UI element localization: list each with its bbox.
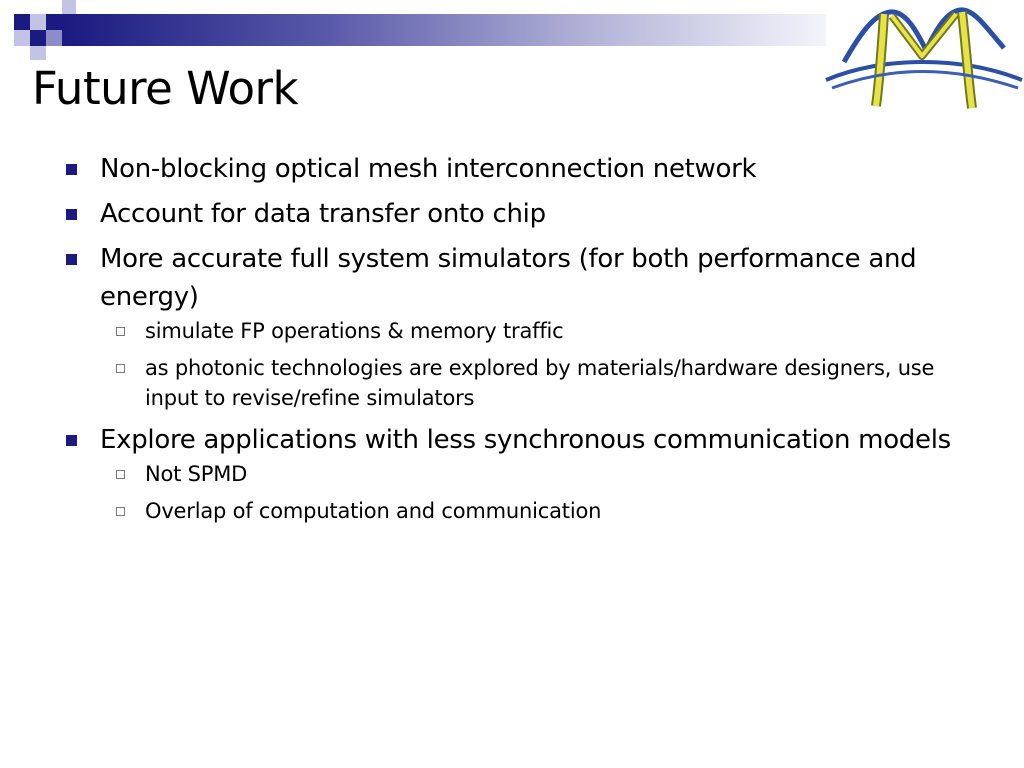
corner-square-lavender: [30, 14, 46, 30]
sub-bullet-item: Not SPMD: [66, 459, 986, 489]
bullet-text: More accurate full system simulators (fo…: [100, 244, 917, 312]
bridge-m-logo-icon: [822, 4, 1024, 114]
bullet-item: More accurate full system simulators (fo…: [66, 240, 986, 413]
corner-square-lavender: [62, 0, 76, 14]
corner-square-navy: [14, 14, 30, 30]
sub-bullet-text: simulate FP operations & memory traffic: [145, 319, 564, 343]
sub-bullet-text: Overlap of computation and communication: [145, 499, 602, 523]
sub-bullet-item: Overlap of computation and communication: [66, 496, 986, 526]
sub-bullet-item: simulate FP operations & memory traffic: [66, 316, 986, 346]
corner-square-lavender: [30, 46, 46, 60]
square-bullet-icon: [66, 209, 77, 220]
sub-bullet-list: simulate FP operations & memory traffic …: [100, 316, 986, 413]
sub-bullet-list: Not SPMD Overlap of computation and comm…: [100, 459, 986, 526]
square-bullet-icon: [66, 254, 77, 265]
sub-bullet-text: Not SPMD: [145, 462, 248, 486]
bullet-text: Non-blocking optical mesh interconnectio…: [100, 154, 757, 184]
corner-square-lavender: [14, 30, 30, 46]
sub-bullet-item: as photonic technologies are explored by…: [66, 353, 986, 413]
hollow-square-bullet-icon: [116, 507, 125, 516]
square-bullet-icon: [66, 435, 77, 446]
hollow-square-bullet-icon: [116, 470, 125, 479]
corner-square-mid: [46, 30, 62, 46]
sub-bullet-text: as photonic technologies are explored by…: [145, 356, 935, 410]
bullet-item: Non-blocking optical mesh interconnectio…: [66, 150, 986, 188]
corner-square-navy: [30, 30, 46, 46]
corner-square-navy: [46, 14, 62, 30]
bullet-list: Non-blocking optical mesh interconnectio…: [66, 150, 986, 534]
bullet-text: Account for data transfer onto chip: [100, 199, 546, 229]
bullet-text: Explore applications with less synchrono…: [100, 425, 951, 455]
bullet-item: Explore applications with less synchrono…: [66, 421, 986, 526]
title-gradient-band: [62, 14, 826, 46]
slide-title: Future Work: [32, 62, 299, 115]
hollow-square-bullet-icon: [116, 364, 125, 373]
bullet-item: Account for data transfer onto chip: [66, 195, 986, 233]
hollow-square-bullet-icon: [116, 327, 125, 336]
square-bullet-icon: [66, 164, 77, 175]
